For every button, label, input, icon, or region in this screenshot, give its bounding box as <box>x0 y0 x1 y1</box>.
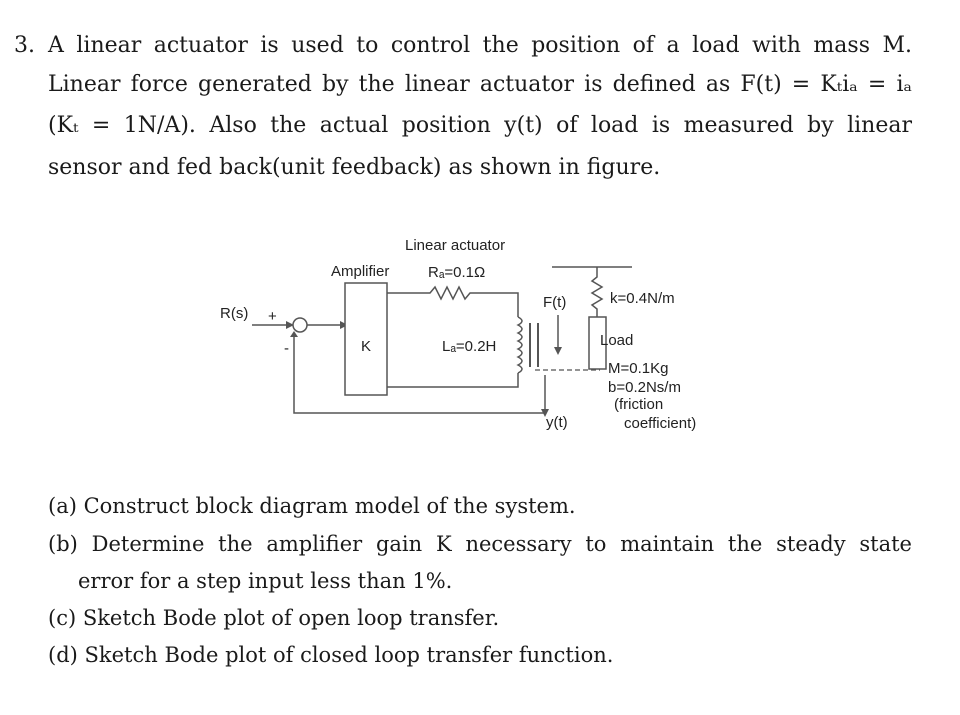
resistor-symbol <box>387 285 519 317</box>
part-b-line-2: error for a step input less than 1%. <box>78 569 453 593</box>
actuator-title: Linear actuator <box>405 237 505 254</box>
friction-note-1: (friction <box>614 396 663 413</box>
problem-line-3: (Kₜ = 1N/A). Also the actual position y(… <box>48 113 912 138</box>
problem-line-2: Linear force generated by the linear act… <box>48 72 912 97</box>
problem-line-4: sensor and fed back(unit feedback) as sh… <box>48 155 661 180</box>
force-label: F(t) <box>543 294 566 311</box>
load-block <box>588 316 607 370</box>
friction-note-2: coefficient) <box>624 415 696 432</box>
input-label: R(s) <box>220 305 248 322</box>
amplifier-block <box>344 282 388 396</box>
mass-label: M=0.1Kg <box>608 360 668 377</box>
minus-sign: - <box>284 340 289 357</box>
load-label: Load <box>600 332 633 349</box>
inductance-label: Lₐ=0.2H <box>442 338 496 355</box>
amplifier-label: Amplifier <box>331 263 389 280</box>
spring-label: k=0.4N/m <box>610 290 675 307</box>
plus-sign: + <box>268 308 277 325</box>
friction-label: b=0.2Ns/m <box>608 379 681 396</box>
problem-line-1: A linear actuator is used to control the… <box>48 33 912 58</box>
part-c: (c) Sketch Bode plot of open loop transf… <box>48 606 500 630</box>
actuator-circuit-diagram: Linear actuator Amplifier Rₐ=0.1Ω K Lₐ=0… <box>220 237 696 432</box>
problem-number: 3. <box>14 33 35 58</box>
summing-junction <box>292 317 308 333</box>
part-a: (a) Construct block diagram model of the… <box>48 494 576 518</box>
spring-symbol <box>590 267 604 317</box>
resistance-label: Rₐ=0.1Ω <box>428 264 485 281</box>
inductor-coil <box>516 316 523 374</box>
gain-label: K <box>361 338 371 355</box>
part-d: (d) Sketch Bode plot of closed loop tran… <box>48 643 614 667</box>
output-label: y(t) <box>546 414 568 431</box>
part-b-line-1: (b) Determine the amplifier gain K neces… <box>48 532 912 556</box>
